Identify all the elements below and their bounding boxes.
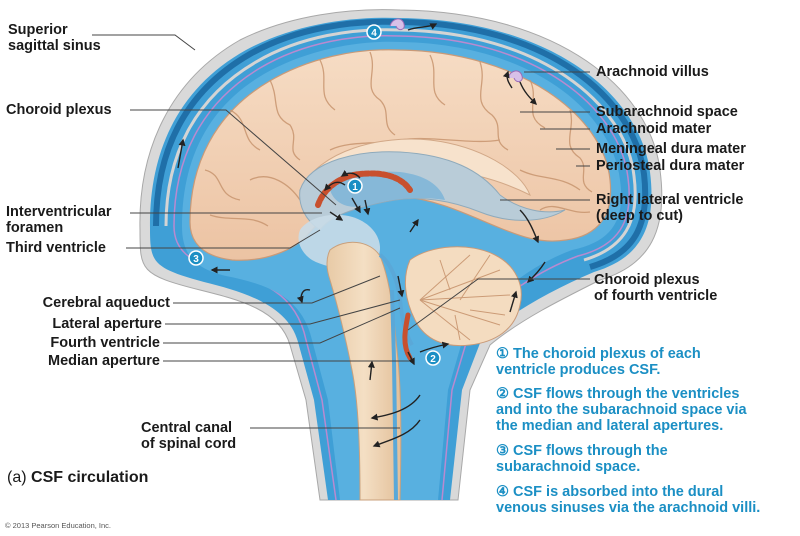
label-lateral-aperture: Lateral aperture <box>52 316 162 332</box>
svg-text:2: 2 <box>430 354 436 365</box>
label-line: Subarachnoid space <box>596 104 738 120</box>
arachnoid-villus-top <box>389 18 405 31</box>
label-line: Third ventricle <box>6 240 106 256</box>
leader-choroid-plexus-fourth <box>407 278 590 331</box>
step-line: subarachnoid space. <box>496 459 641 475</box>
leader-third-ventricle <box>126 229 321 249</box>
label-line: Fourth ventricle <box>50 335 160 351</box>
label-choroid-plexus: Choroid plexus <box>6 102 112 118</box>
label-arachnoid-mater: Arachnoid mater <box>596 121 711 137</box>
label-interventricular-foramen: Interventricular foramen <box>6 204 112 236</box>
caption-title: CSF circulation <box>31 469 149 486</box>
leader-cerebral-aqueduct <box>173 275 381 304</box>
label-line: Central canal <box>141 420 233 436</box>
leader-fourth-ventricle <box>163 307 401 344</box>
label-median-aperture: Median aperture <box>48 353 160 369</box>
step-line: The choroid plexus of each <box>513 346 701 362</box>
leader-lateral-aperture <box>165 299 401 325</box>
label-periosteal-dura-mater: Periosteal dura mater <box>596 158 744 174</box>
step-number: ① <box>496 346 509 362</box>
step-line: CSF is absorbed into the dural <box>513 484 724 500</box>
caption-letter: (a) <box>7 469 27 486</box>
label-line: Superior <box>8 22 68 38</box>
choroid-plexus-fourth-shape <box>402 312 413 361</box>
step-line: venous sinuses via the arachnoid villi. <box>496 500 761 516</box>
cerebellum <box>405 246 522 347</box>
label-line: Right lateral ventricle <box>596 192 744 208</box>
leader-lines <box>92 34 590 429</box>
label-line: of spinal cord <box>141 436 237 452</box>
label-line: Periosteal dura mater <box>596 158 745 174</box>
svg-text:3: 3 <box>193 254 199 265</box>
label-line: Interventricular <box>6 204 112 220</box>
label-choroid-plexus-fourth: Choroid plexus of fourth ventricle <box>594 272 717 304</box>
copyright: © 2013 Pearson Education, Inc. <box>5 521 112 530</box>
step-1-text: ① The choroid plexus of each ventricle p… <box>496 346 701 378</box>
step-marker-3: 3 <box>188 250 204 266</box>
label-line: of fourth ventricle <box>594 288 718 304</box>
svg-text:4: 4 <box>371 28 377 39</box>
step-line: the median and lateral apertures. <box>496 418 724 434</box>
step-3-text: ③ CSF flows through the subarachnoid spa… <box>496 443 668 475</box>
leader-choroid-plexus <box>130 109 337 206</box>
step-line: CSF flows through the ventricles <box>513 386 740 402</box>
label-meningeal-dura-mater: Meningeal dura mater <box>596 141 746 157</box>
label-line: Meningeal dura mater <box>596 141 746 157</box>
label-arachnoid-villus: Arachnoid villus <box>596 64 709 80</box>
label-line: sagittal sinus <box>8 38 101 54</box>
step-marker-4: 4 <box>366 24 382 40</box>
label-line: Choroid plexus <box>6 102 112 118</box>
label-line: Arachnoid villus <box>596 64 709 80</box>
leader-superior-sagittal-sinus <box>92 34 196 51</box>
label-line: Cerebral aqueduct <box>42 295 170 311</box>
step-marker-2: 2 <box>425 350 441 366</box>
label-line: foramen <box>6 220 64 236</box>
label-line: (deep to cut) <box>596 208 683 224</box>
label-line: Lateral aperture <box>52 316 162 332</box>
step-line: CSF flows through the <box>513 443 668 459</box>
step-2-text: ② CSF flows through the ventricles and i… <box>496 386 747 434</box>
label-central-canal: Central canal of spinal cord <box>141 420 236 452</box>
label-superior-sagittal-sinus: Superior sagittal sinus <box>8 22 101 54</box>
csf-flow-arrows <box>177 23 546 448</box>
label-line: Choroid plexus <box>594 272 700 288</box>
label-right-lateral-ventricle: Right lateral ventricle (deep to cut) <box>596 192 743 224</box>
step-number: ② <box>496 386 509 402</box>
figure-caption: (a) CSF circulation <box>7 469 148 487</box>
step-line: ventricle produces CSF. <box>496 362 661 378</box>
step-4-text: ④ CSF is absorbed into the dural venous … <box>496 484 760 516</box>
svg-text:1: 1 <box>352 182 358 193</box>
step-line: and into the subarachnoid space via <box>496 402 747 418</box>
label-line: Arachnoid mater <box>596 121 712 137</box>
step-number: ③ <box>496 443 509 459</box>
label-subarachnoid-space: Subarachnoid space <box>596 104 738 120</box>
label-fourth-ventricle: Fourth ventricle <box>50 335 160 351</box>
arachnoid-villus-right <box>507 70 523 83</box>
label-third-ventricle: Third ventricle <box>6 240 106 256</box>
step-number: ④ <box>496 484 509 500</box>
step-marker-1: 1 <box>347 178 363 194</box>
label-line: Median aperture <box>48 353 160 369</box>
label-cerebral-aqueduct: Cerebral aqueduct <box>43 295 170 311</box>
